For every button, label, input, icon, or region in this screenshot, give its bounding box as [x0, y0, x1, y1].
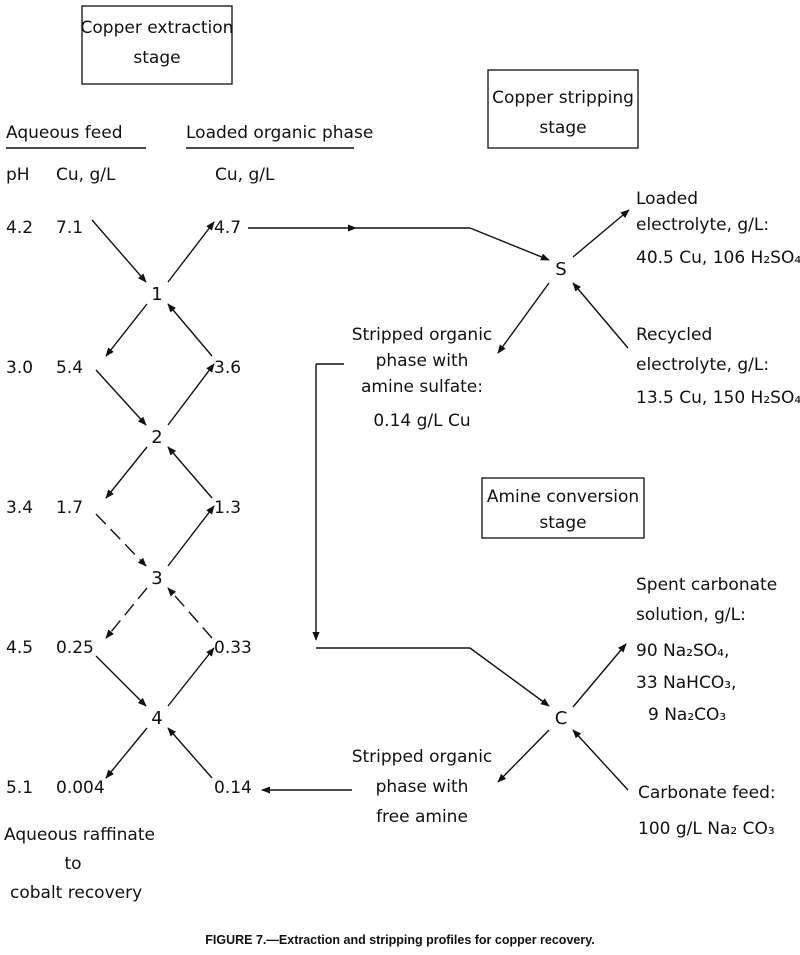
spent-carbonate-arrow: [572, 643, 627, 708]
organic-cu-header: Cu, g/L: [215, 165, 275, 185]
ph-value: 5.1: [6, 778, 33, 798]
aqueous-cu-value: 7.1: [56, 218, 83, 238]
stripped-free-line: Stripped organic: [352, 747, 493, 767]
arrow: [167, 363, 215, 426]
ph-value: 3.0: [6, 358, 33, 378]
stage-number: 1: [151, 284, 162, 305]
recycled-electrolyte-line: electrolyte, g/L:: [636, 355, 769, 375]
arrow: [167, 446, 213, 499]
stripped-free-arrow: [497, 729, 550, 783]
arrow: [167, 587, 213, 639]
aqueous-cu-value: 0.25: [56, 638, 94, 658]
spent-carbonate-line: solution, g/L:: [636, 605, 746, 625]
carbonate-feed-line: 100 g/L Na₂ CO₃: [638, 819, 775, 839]
spent-carbonate-line: 33 NaHCO₃,: [636, 673, 736, 693]
spent-carbonate-line: 90 Na₂SO₄,: [636, 641, 729, 661]
loaded-electrolyte-arrow: [572, 209, 630, 258]
arrow: [95, 655, 147, 707]
stripped-sulfate-line: Stripped organic: [352, 325, 493, 345]
aqueous-cu-value: 0.004: [56, 778, 105, 798]
arrow: [95, 513, 147, 567]
arrow: [105, 727, 148, 779]
stripped-sulfate-line: amine sulfate:: [361, 377, 483, 397]
spent-carbonate-line: Spent carbonate: [636, 575, 777, 595]
arrow: [167, 647, 215, 707]
stage-number: 4: [151, 708, 162, 729]
extraction-stage-box: Copper extraction stage: [81, 5, 234, 85]
stripped-organic-arrow: [497, 282, 550, 354]
carbonate-feed-line: Carbonate feed:: [638, 783, 776, 803]
conversion-stage-line-1: Amine conversion: [487, 487, 639, 507]
raffinate-label: Aqueous raffinate to cobalt recovery: [4, 825, 155, 903]
aqueous-cu-value: 1.7: [56, 498, 83, 518]
loaded-organic-header: Loaded organic phase: [186, 123, 373, 143]
conversion-node-label: C: [555, 708, 568, 729]
ph-header: pH: [6, 165, 30, 185]
loaded-electrolyte-line: electrolyte, g/L:: [636, 215, 769, 235]
stage-number: 2: [151, 427, 162, 448]
figure-caption: FIGURE 7.—Extraction and stripping profi…: [205, 933, 594, 947]
stripping-node-label: S: [555, 259, 566, 280]
arrow: [91, 219, 147, 283]
aqueous-feed-header: Aqueous feed: [6, 123, 123, 143]
arrow: [105, 303, 148, 357]
loaded-electrolyte-line: 40.5 Cu, 106 H₂SO₄: [636, 248, 800, 268]
loaded-organic-to-s-arrow: [469, 227, 550, 261]
arrow: [167, 303, 213, 357]
stripping-stage-box: Copper stripping stage: [487, 69, 639, 149]
ph-value: 4.2: [6, 218, 33, 238]
loaded-electrolyte-label: Loaded electrolyte, g/L: 40.5 Cu, 106 H₂…: [636, 189, 800, 268]
recycled-electrolyte-line: 13.5 Cu, 150 H₂SO₄: [636, 388, 800, 408]
extraction-stage-line-1: Copper extraction: [81, 18, 234, 38]
conversion-stage-line-2: stage: [539, 513, 586, 533]
arrow: [95, 369, 147, 426]
arrow: [105, 446, 148, 499]
extraction-stage-line-2: stage: [133, 48, 180, 68]
extraction-cascade-arrows: [91, 219, 215, 779]
aqueous-cu-header: Cu, g/L: [56, 165, 116, 185]
arrow: [167, 505, 215, 567]
carbonate-feed-arrow: [572, 729, 629, 791]
stripped-sulfate-label: Stripped organic phase with amine sulfat…: [352, 325, 493, 431]
carbonate-feed-label: Carbonate feed: 100 g/L Na₂ CO₃: [638, 783, 776, 839]
organic-cu-value: 1.3: [214, 498, 241, 518]
organic-cu-value: 0.33: [214, 638, 252, 658]
organic-cu-value: 3.6: [214, 358, 241, 378]
raffinate-line: cobalt recovery: [10, 883, 142, 903]
stripped-free-line: phase with: [376, 777, 469, 797]
recycled-electrolyte-line: Recycled: [636, 325, 712, 345]
organic-cu-value: 4.7: [214, 218, 241, 238]
stage-number: 3: [151, 568, 162, 589]
stripping-stage-line-2: stage: [539, 118, 586, 138]
spent-carbonate-label: Spent carbonate solution, g/L: 90 Na₂SO₄…: [636, 575, 777, 725]
to-c-arrow: [469, 647, 550, 707]
raffinate-line: to: [64, 854, 81, 874]
ph-value: 3.4: [6, 498, 33, 518]
stripped-free-label: Stripped organic phase with free amine: [352, 747, 493, 827]
loaded-electrolyte-line: Loaded: [636, 189, 698, 209]
recycled-electrolyte-arrow: [572, 282, 629, 349]
organic-cu-value: 0.14: [214, 778, 252, 798]
stripped-sulfate-line: 0.14 g/L Cu: [373, 411, 470, 431]
conversion-stage-box: Amine conversion stage: [481, 477, 645, 539]
raffinate-line: Aqueous raffinate: [4, 825, 155, 845]
arrow: [167, 727, 213, 779]
aqueous-cu-value: 5.4: [56, 358, 83, 378]
ph-value: 4.5: [6, 638, 33, 658]
arrow: [105, 587, 148, 639]
arrow: [167, 221, 215, 283]
stripped-free-line: free amine: [376, 807, 468, 827]
stripping-stage-line-1: Copper stripping: [492, 88, 634, 108]
recycled-electrolyte-label: Recycled electrolyte, g/L: 13.5 Cu, 150 …: [636, 325, 800, 408]
spent-carbonate-line: 9 Na₂CO₃: [648, 705, 726, 725]
stripped-sulfate-line: phase with: [376, 351, 469, 371]
